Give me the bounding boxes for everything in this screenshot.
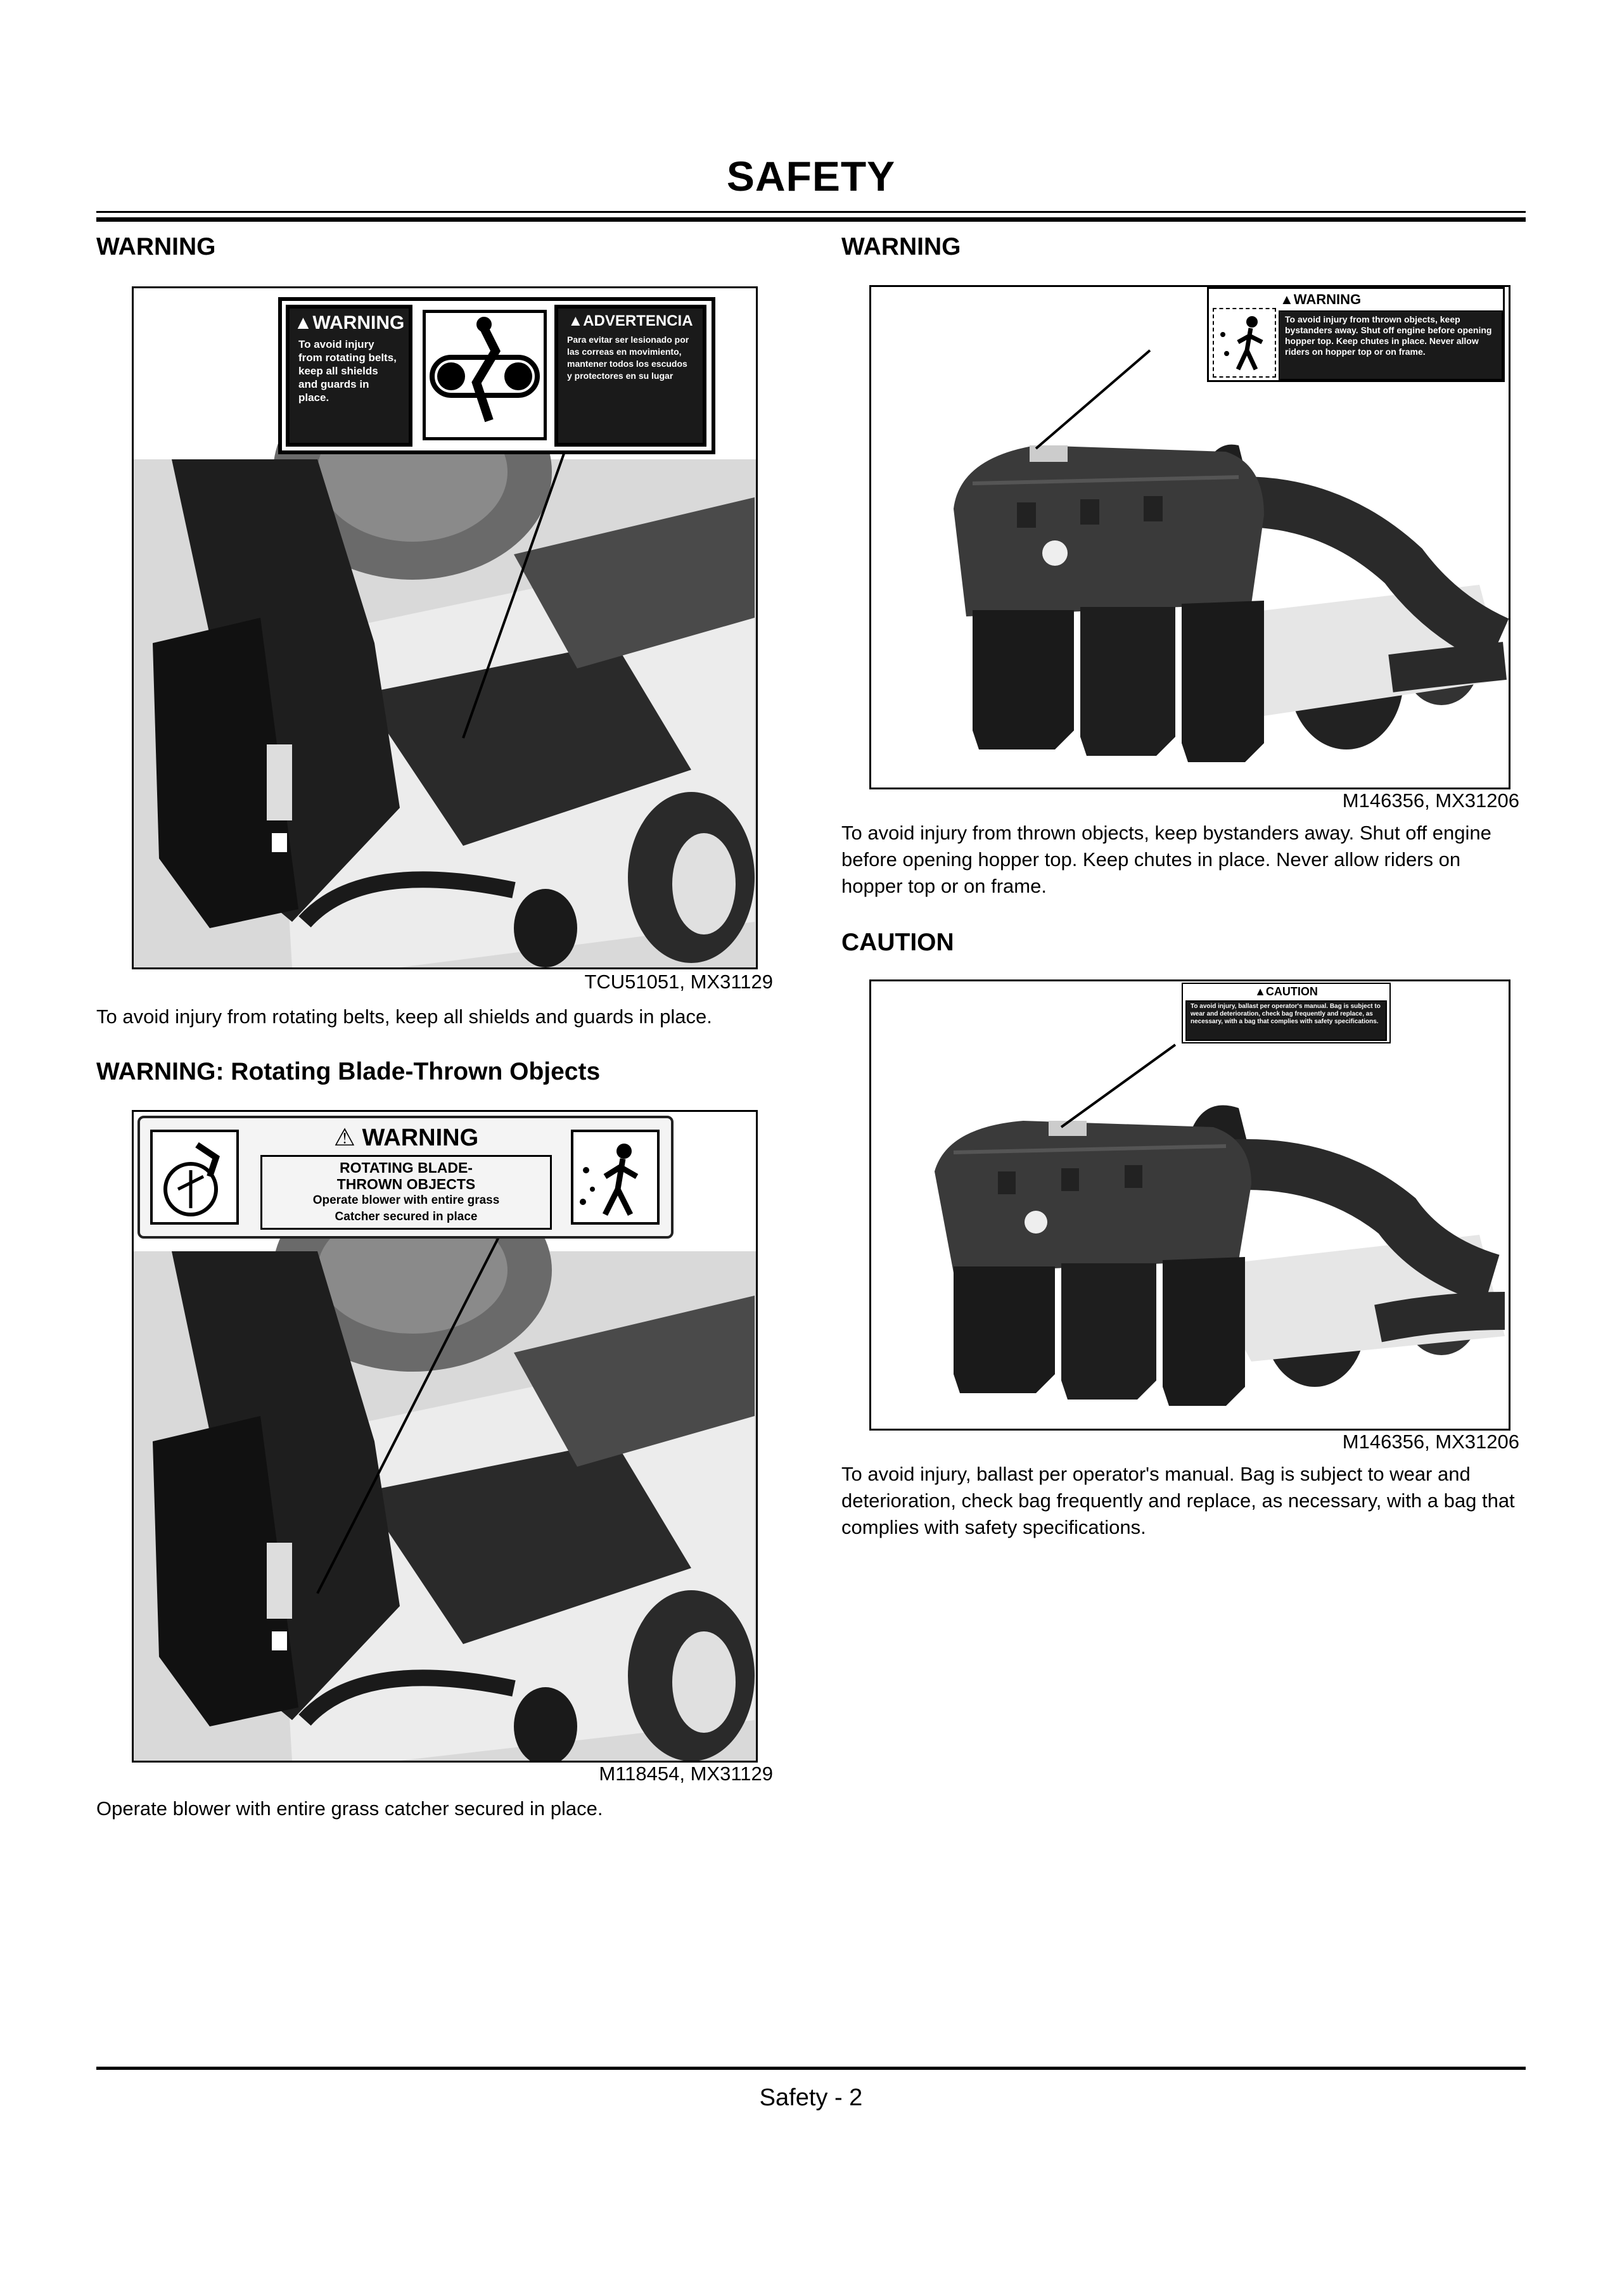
decal-caution-text: To avoid injury, ballast per operator's …: [1191, 1003, 1381, 1025]
figure-caption-3: M146356, MX31206: [1342, 789, 1519, 812]
decal-blade-line-2: THROWN OBJECTS: [336, 1176, 476, 1192]
decal-blade-line-4: Catcher secured in place: [335, 1210, 478, 1223]
figure-caption-4: M146356, MX31206: [1342, 1431, 1519, 1453]
decal-advertencia-text: Para evitar ser lesionado por las correa…: [567, 335, 689, 381]
decal-blade-line-3: Operate blower with entire grass: [312, 1194, 500, 1207]
figure-thrown-objects: ▲WARNING To avoid injury from thrown obj…: [869, 285, 1510, 789]
decal-advertencia-panel: ▲ADVERTENCIA Para evitar ser lesionado p…: [554, 305, 706, 447]
left-blade-warning-heading: WARNING: Rotating Blade-Thrown Objects: [96, 1058, 601, 1085]
right-caution-text: To avoid injury, ballast per operator's …: [841, 1463, 1515, 1538]
decal-caution-header: ▲CAUTION: [1255, 985, 1318, 998]
figure-rotating-belts: ▲WARNING To avoid injury from rotating b…: [132, 286, 758, 969]
decal-blade-warning-body: ROTATING BLADE- THROWN OBJECTS Operate b…: [260, 1155, 552, 1230]
blade-hazard-icon: [150, 1130, 239, 1225]
header-rule: [96, 211, 1526, 213]
decal-warning-panel: ▲WARNING To avoid injury from rotating b…: [286, 305, 412, 447]
figure-caption-1: TCU51051, MX31129: [584, 971, 773, 993]
photo-mower-chute-area: [134, 1169, 756, 1761]
decal-warning-text: To avoid injury from rotating belts, kee…: [298, 338, 397, 404]
decal-thrown-objects: ▲WARNING To avoid injury from thrown obj…: [1207, 287, 1505, 382]
header-rule-thick: [96, 217, 1526, 222]
decal-caution-panel: To avoid injury, ballast per operator's …: [1185, 1000, 1387, 1041]
right-warning-heading: WARNING: [841, 233, 961, 260]
page-footer: Safety - 2: [759, 2084, 863, 2111]
decal-blade-warning-header: ⚠ WARNING: [333, 1125, 479, 1151]
decal-rotating-belts: ▲WARNING To avoid injury from rotating b…: [278, 297, 715, 454]
left-warning-heading: WARNING: [96, 233, 216, 260]
figure-caution-ballast: ▲CAUTION To avoid injury, ballast per op…: [869, 979, 1510, 1431]
decal-thrown-header: ▲WARNING: [1280, 291, 1362, 307]
right-warning-text: To avoid injury from thrown objects, kee…: [841, 822, 1491, 897]
decal-warning-header: ▲WARNING: [293, 312, 405, 333]
left-blade-text: Operate blower with entire grass catcher…: [96, 1797, 603, 1820]
thrown-objects-icon: [1213, 308, 1276, 378]
photo-hopper-mower-2: [935, 1043, 1505, 1406]
decal-blade-line-1: ROTATING BLADE-: [340, 1159, 473, 1176]
figure-rotating-blade: ⚠ WARNING ROTATING BLADE- THROWN OBJECTS…: [132, 1110, 758, 1763]
right-caution-heading: CAUTION: [841, 929, 954, 956]
footer-rule: [96, 2067, 1526, 2070]
left-warning-text: To avoid injury from rotating belts, kee…: [96, 1005, 712, 1028]
decal-thrown-text: To avoid injury from thrown objects, kee…: [1285, 314, 1492, 357]
figure-caption-2: M118454, MX31129: [599, 1763, 773, 1785]
belt-hazard-icon: [423, 310, 547, 440]
page-title: SAFETY: [726, 153, 896, 200]
decal-rotating-blade: ⚠ WARNING ROTATING BLADE- THROWN OBJECTS…: [137, 1116, 674, 1239]
decal-thrown-panel: To avoid injury from thrown objects, kee…: [1279, 310, 1503, 380]
decal-advertencia-header: ▲ADVERTENCIA: [568, 312, 693, 329]
thrown-objects-hazard-icon: [571, 1130, 660, 1225]
decal-caution: ▲CAUTION To avoid injury, ballast per op…: [1182, 983, 1391, 1043]
photo-hopper-mower-1: [954, 349, 1509, 762]
